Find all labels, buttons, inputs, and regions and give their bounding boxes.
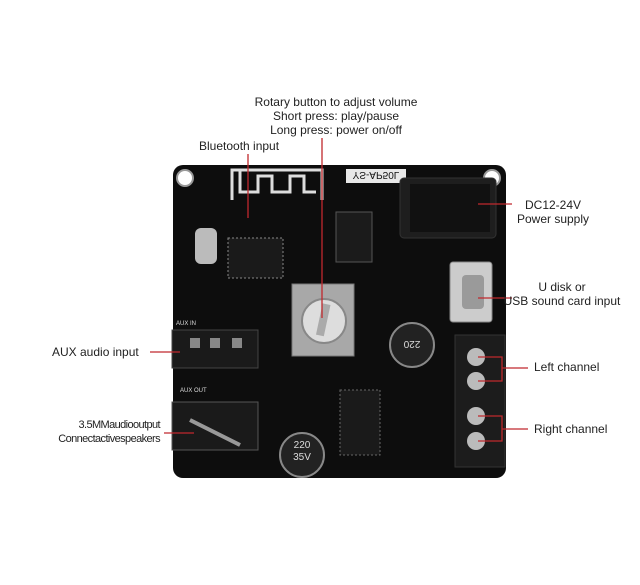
aux-in-callout: AUX audio input xyxy=(52,345,139,359)
power-callout-line2: Power supply xyxy=(516,212,590,226)
power-callout-line1: DC12-24V xyxy=(524,198,582,212)
leader-lines xyxy=(150,138,528,442)
rotary-callout-line2: Short press: play/pause xyxy=(272,109,400,123)
rotary-callout-line1: Rotary button to adjust volume xyxy=(254,95,418,109)
audio-out-callout-line2: Connectactivespeakers xyxy=(58,433,160,445)
amp-chip xyxy=(339,389,381,456)
capacitor-top xyxy=(389,322,435,368)
left-channel-callout: Left channel xyxy=(534,360,600,374)
chip xyxy=(227,237,284,279)
bluetooth-callout: Bluetooth input xyxy=(199,139,280,153)
model-marking: YS-AP50L xyxy=(353,169,400,180)
aux-out-marking: AUX OUT xyxy=(180,388,207,394)
rotary-callout-line3: Long press: power on/off xyxy=(270,123,402,137)
mount-hole xyxy=(176,169,194,187)
capacitor-bottom-voltage: 35V xyxy=(293,452,311,463)
right-channel-callout: Right channel xyxy=(534,422,608,436)
usb-callout-line2: USB sound card input xyxy=(503,294,621,308)
capacitor-bottom-text: 220 xyxy=(294,440,311,451)
audio-out-callout-line1: 3.5MMaudiooutput xyxy=(78,419,160,431)
capacitor-bottom xyxy=(279,432,325,478)
regulator xyxy=(335,211,373,263)
usb-callout-line1: U disk or xyxy=(538,280,586,294)
aux-in-jack xyxy=(171,329,259,369)
aux-in-marking: AUX IN xyxy=(176,321,196,327)
crystal xyxy=(195,228,217,264)
capacitor-top-text: 220 xyxy=(403,338,420,349)
audio-out-jack xyxy=(171,401,259,451)
